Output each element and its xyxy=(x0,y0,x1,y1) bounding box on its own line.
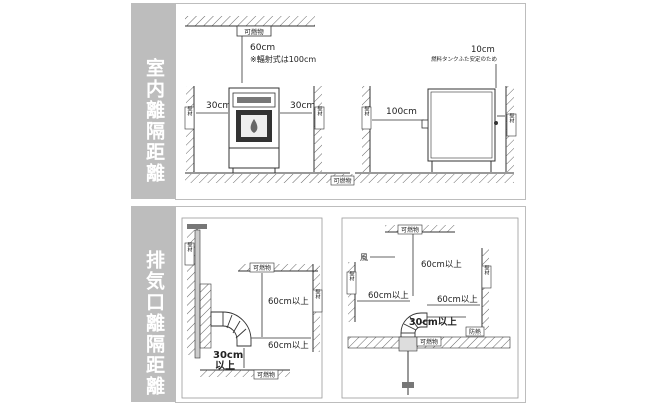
ceiling-hatch xyxy=(185,16,315,26)
exh1-wall-label: 壁材 xyxy=(187,241,193,252)
top-clearance-value: 60cm xyxy=(250,43,275,53)
exh1-upper-tag xyxy=(249,262,275,273)
tank-clearance-value: 10cm xyxy=(471,45,495,55)
ceiling-combustible-label: 可燃物 xyxy=(244,27,264,36)
left-wall-tag xyxy=(184,106,195,130)
left-wall-label: 壁材 xyxy=(187,105,193,116)
exh1-right-wall-tag xyxy=(312,289,323,313)
exh1-vertical-clearance-value: 60cm以上 xyxy=(268,297,309,307)
exh1-wall-hatch xyxy=(187,230,195,355)
exh2-pointer xyxy=(420,319,431,324)
side-right-wall-label: 壁材 xyxy=(509,112,515,123)
exh1-elbow-pipe xyxy=(210,311,252,347)
exh1-wall-tag xyxy=(184,242,195,266)
floor-hatch xyxy=(185,174,355,183)
side-floor-hatch xyxy=(355,174,514,183)
back-clearance-value: 100cm xyxy=(386,107,417,117)
exh1-right-wall-label: 壁材 xyxy=(315,288,321,299)
exh1-down-clearance-value: 30cm xyxy=(213,350,243,361)
right-wall-label: 壁材 xyxy=(317,105,323,116)
radiant-note: ※輻射式は100cm xyxy=(250,54,316,64)
stove-side xyxy=(421,88,498,172)
exh2-protector-label: 防熱 xyxy=(469,328,481,336)
exh1-down-clearance-suffix: 以上 xyxy=(215,359,235,372)
exh2-slab-label: 可燃物 xyxy=(420,338,438,346)
wind-label: 風 xyxy=(360,253,368,262)
exh2-protector-tag xyxy=(465,326,485,337)
tank-note: 燃料タンクふた安定のため xyxy=(431,55,497,63)
exh2-right-wall-label: 壁材 xyxy=(484,264,490,275)
exh2-slab-tag xyxy=(416,336,442,347)
indoor-section-band xyxy=(131,3,175,199)
exhaust-diagram-2: 可燃物 60cm以上 風 壁材 60cm以上 壁材 60cm以上 30cm以上 … xyxy=(341,217,519,399)
side-left-wall-label: 壁材 xyxy=(364,105,370,116)
right-wall-tag xyxy=(314,106,325,130)
side-right-wall-tag xyxy=(506,113,517,137)
exhaust-section-title: 排気口離隔距離 xyxy=(143,250,165,397)
exh2-horizontal-clearance-value: 30cm以上 xyxy=(409,316,457,328)
exh2-right-wall-hatch xyxy=(482,248,489,330)
exh2-thimble xyxy=(398,336,418,352)
exh2-top-tag xyxy=(397,224,423,235)
exh2-left-wall-tag xyxy=(346,271,357,295)
exh1-upper-combustible-hatch xyxy=(238,264,318,271)
exh2-left-clearance-value: 60cm以上 xyxy=(368,291,409,301)
exh2-pipe-cap xyxy=(402,382,414,388)
exh1-floor-label: 可燃物 xyxy=(257,371,275,379)
side-left-wall-tag xyxy=(361,106,372,130)
exh1-horizontal-clearance-value: 60cm以上 xyxy=(268,341,309,351)
exh1-floor-hatch xyxy=(200,370,290,377)
floor-combustible-tag xyxy=(330,175,355,186)
exh1-wall xyxy=(194,229,201,359)
exh2-right-wall-tag xyxy=(481,265,492,289)
right-clearance-value: 30cm xyxy=(290,101,315,111)
exh2-top-label: 可燃物 xyxy=(401,226,419,234)
exh2-top-clearance-value: 60cm以上 xyxy=(421,260,462,270)
exh1-floor-tag xyxy=(253,369,279,380)
ceiling-combustible-tag xyxy=(236,25,272,37)
exhaust-diagram-1: 壁材 可燃物 60cm以上 60cm以上 壁材 30cm 以上 可燃物 xyxy=(181,217,323,399)
exh1-roof-cap xyxy=(187,224,207,229)
exh2-left-wall-label: 壁材 xyxy=(349,270,355,281)
floor-combustible-label: 可燃物 xyxy=(333,177,351,185)
indoor-diagram: 可燃物 60cm ※輻射式は100cm 壁材 30cm 30cm 壁材 xyxy=(184,16,517,186)
exh2-right-clearance-value: 60cm以上 xyxy=(437,295,478,305)
exh1-upper-label: 可燃物 xyxy=(253,264,271,272)
left-clearance-value: 30cm xyxy=(206,101,231,111)
exhaust-section-band xyxy=(131,206,175,402)
indoor-section-title: 室内離隔距離 xyxy=(143,58,165,184)
exh1-thimble xyxy=(199,283,212,349)
stove-front xyxy=(228,87,280,173)
